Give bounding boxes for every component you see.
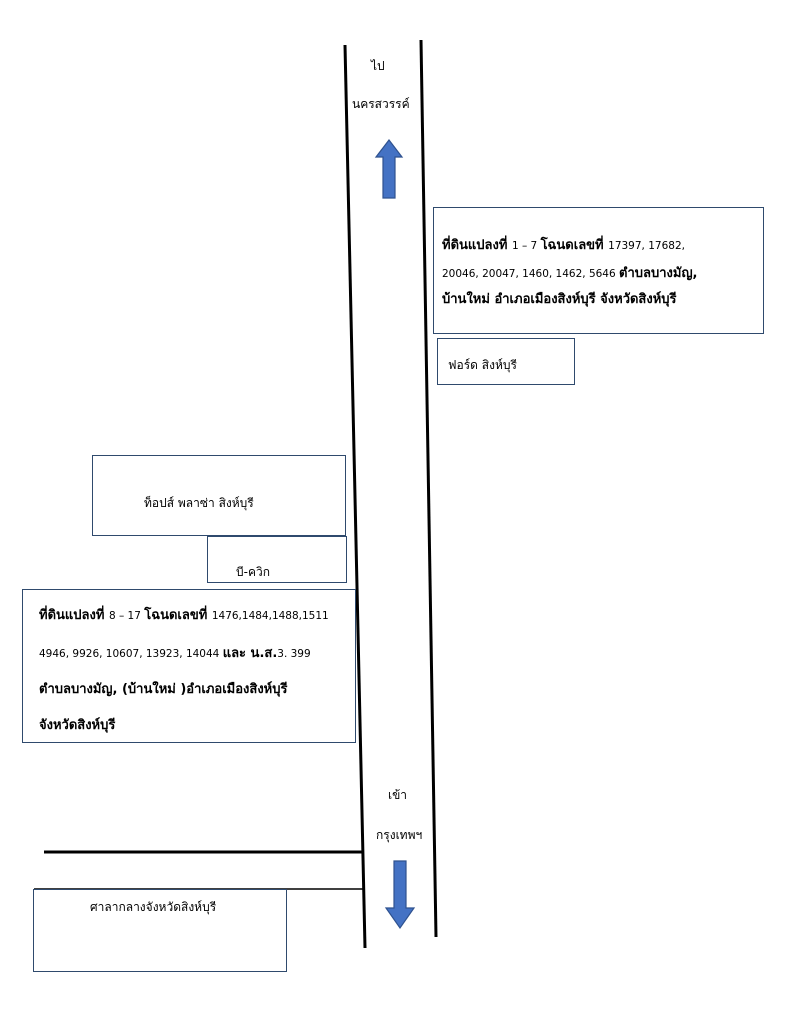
direction-south-line1: เข้า [388, 788, 408, 802]
city-hall-label: ศาลากลางจังหวัดสิงห์บุรี [90, 900, 217, 914]
plot-b-range: 8 – 17 [108, 610, 145, 622]
plot-b-deed-numbers-2: 4946, 9926, 10607, 13923, 14044 [39, 648, 223, 660]
plot-a-box: ที่ดินแปลงที่ 1 – 7 โฉนดเลขที่ 17397, 17… [433, 207, 764, 334]
direction-north-line2: นครสวรรค์ [352, 97, 410, 111]
plot-b-deed-numbers-1: 1476,1484,1488,1511 [211, 610, 329, 622]
tops-plaza-label: ท็อปส์ พลาซ่า สิงห์บุรี [144, 496, 254, 510]
plot-b-location: ตำบลบางมัญ, (บ้านใหม่ )อำเภอเมืองสิงห์บุ… [39, 682, 288, 697]
plot-a-location: บ้านใหม่ อำเภอเมืองสิงห์บุรี จังหวัดสิงห… [442, 292, 677, 307]
plot-a-title: ที่ดินแปลงที่ [442, 238, 512, 253]
south-arrow-icon [384, 860, 416, 930]
ford-label: ฟอร์ด สิงห์บุรี [448, 358, 517, 372]
north-arrow-icon [374, 139, 404, 199]
plot-a-deed-numbers-1: 17397, 17682, [608, 240, 685, 252]
plot-b-and-ns: และ น.ส. [222, 646, 278, 661]
plot-b-province: จังหวัดสิงห์บุรี [39, 718, 116, 733]
plot-b-title: ที่ดินแปลงที่ [39, 608, 109, 623]
tops-plaza-box: ท็อปส์ พลาซ่า สิงห์บุรี [92, 455, 346, 536]
plot-a-deed-numbers-2: 20046, 20047, 1460, 1462, 5646 [442, 268, 620, 280]
bquik-label: บี-ควิก [236, 565, 270, 579]
ford-box: ฟอร์ด สิงห์บุรี [437, 338, 575, 385]
plot-a-subdistrict: ตำบลบางมัญ, [619, 266, 698, 281]
plot-b-box: ที่ดินแปลงที่ 8 – 17 โฉนดเลขที่ 1476,148… [22, 589, 356, 743]
direction-north-line1: ไป [371, 59, 385, 73]
plot-b-deed-label: โฉนดเลขที่ [144, 608, 212, 623]
plot-a-range: 1 – 7 [511, 240, 541, 252]
plot-b-ns-number: 3. 399 [277, 648, 311, 660]
bquik-box: บี-ควิก [207, 536, 347, 583]
plot-a-deed-label: โฉนดเลขที่ [540, 238, 609, 253]
road-right-edge [419, 39, 438, 938]
direction-south-line2: กรุงเทพฯ [376, 828, 423, 842]
city-hall-box: ศาลากลางจังหวัดสิงห์บุรี [33, 889, 287, 972]
road-left-edge [343, 44, 367, 949]
